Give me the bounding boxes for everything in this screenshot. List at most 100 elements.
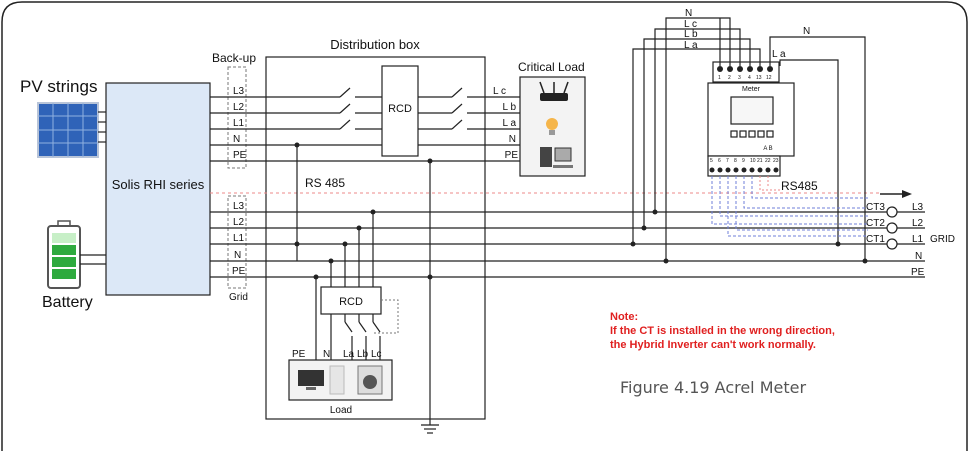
svg-text:3: 3 [738, 75, 741, 81]
load-breakers [344, 314, 381, 360]
meter-wire-la-right: L a [772, 49, 786, 60]
battery-icon [47, 220, 81, 289]
inverter-label: Solis RHI series [112, 177, 205, 192]
grid-line-l2: L2 [912, 218, 924, 229]
rs485-left-label: RS 485 [305, 176, 345, 190]
svg-text:12: 12 [766, 75, 772, 81]
critical-term-lc: L c [493, 86, 506, 97]
backup-term-l2: L2 [233, 102, 245, 113]
pv-panel-icon [37, 102, 99, 158]
rs485-right-label: RS485 [781, 179, 818, 193]
load-term-n: N [323, 349, 330, 360]
rcd-main-label: RCD [388, 103, 412, 115]
note-line-1: If the CT is installed in the wrong dire… [610, 325, 835, 337]
rcd-main [381, 65, 419, 157]
rcd-load [320, 286, 382, 315]
router-icon [539, 81, 569, 101]
grid-term-pe: PE [232, 266, 246, 277]
load-term-pe: PE [292, 349, 306, 360]
direction-arrow-icon [880, 190, 912, 198]
meter-wire-lb: L b [684, 29, 698, 40]
rcd-load-test-link [372, 299, 399, 334]
meter-wire-n-right: N [803, 26, 810, 37]
meter-top-screws [717, 66, 773, 72]
battery-label: Battery [42, 294, 93, 311]
note-line-2: the Hybrid Inverter can't work normally. [610, 339, 816, 351]
meter-buttons [730, 130, 774, 138]
ct2-label: CT2 [866, 218, 885, 229]
critical-term-pe: PE [505, 150, 519, 161]
critical-load-label: Critical Load [518, 60, 585, 74]
load-term-lc: Lc [371, 349, 382, 360]
backup-term-l1: L1 [233, 118, 245, 129]
grid-line-l1: L1 [912, 234, 924, 245]
figure-caption: Figure 4.19 Acrel Meter [620, 378, 806, 397]
distribution-box-label: Distribution box [330, 37, 420, 52]
grid-label: GRID [930, 234, 955, 245]
grid-line-n: N [915, 251, 922, 262]
ct-wires [711, 176, 868, 237]
meter-bottom-screws [709, 167, 779, 173]
critical-term-la: L a [502, 118, 516, 129]
backup-term-pe: PE [233, 150, 247, 161]
backup-terminal-box [227, 66, 247, 169]
lamp-icon [546, 118, 558, 135]
pv-wires [98, 111, 106, 143]
svg-text:9: 9 [742, 158, 745, 164]
ct-sensors [886, 206, 898, 250]
critical-term-lb: L b [502, 102, 516, 113]
note-title: Note: [610, 311, 638, 323]
meter-display [730, 96, 774, 125]
pv-strings-label: PV strings [20, 77, 97, 96]
svg-text:22: 22 [765, 158, 771, 164]
svg-text:7: 7 [726, 158, 729, 164]
grid-line-l3: L3 [912, 202, 924, 213]
svg-text:21: 21 [757, 158, 763, 164]
inverter-box [105, 82, 211, 296]
grid-line-pe: PE [911, 267, 925, 278]
rcd-load-label: RCD [339, 296, 363, 308]
critical-term-n: N [509, 134, 516, 145]
svg-text:4: 4 [748, 75, 751, 81]
ct1-label: CT1 [866, 234, 885, 245]
load-term-la: La [343, 349, 355, 360]
backup-term-n: N [233, 134, 240, 145]
meter-label: Meter [742, 86, 761, 93]
svg-text:2: 2 [728, 75, 731, 81]
ct3-label: CT3 [866, 202, 885, 213]
svg-text:5: 5 [710, 158, 713, 164]
svg-text:13: 13 [756, 75, 762, 81]
meter-wire-n: N [685, 8, 692, 19]
svg-text:23: 23 [773, 158, 779, 164]
washer-icon [357, 365, 383, 395]
svg-text:1: 1 [718, 75, 721, 81]
load-label: Load [330, 405, 352, 416]
meter-wire-la: L a [684, 40, 698, 51]
meter-wire-lc: L c [684, 19, 697, 30]
grid-term-l1: L1 [233, 233, 245, 244]
grid-term-l2: L2 [233, 217, 245, 228]
meter-rs485-link [759, 176, 780, 191]
svg-text:8: 8 [734, 158, 737, 164]
computer-icon [540, 147, 573, 168]
meter-input-wires [632, 17, 866, 261]
backup-label: Back-up [212, 51, 256, 65]
svg-text:6: 6 [718, 158, 721, 164]
grid-term-l3: L3 [233, 201, 245, 212]
backup-wires [210, 87, 520, 162]
grid-terminal-label: Grid [229, 292, 248, 303]
distribution-box [265, 56, 486, 420]
tv-icon [298, 370, 324, 390]
junction-dots [294, 142, 868, 280]
backup-term-l3: L3 [233, 86, 245, 97]
grid-term-n: N [234, 250, 241, 261]
fridge-icon [329, 365, 345, 395]
svg-text:10: 10 [750, 158, 756, 164]
meter-ab-label: A B [763, 146, 772, 152]
critical-wires [418, 87, 520, 146]
load-term-lb: Lb [357, 349, 369, 360]
